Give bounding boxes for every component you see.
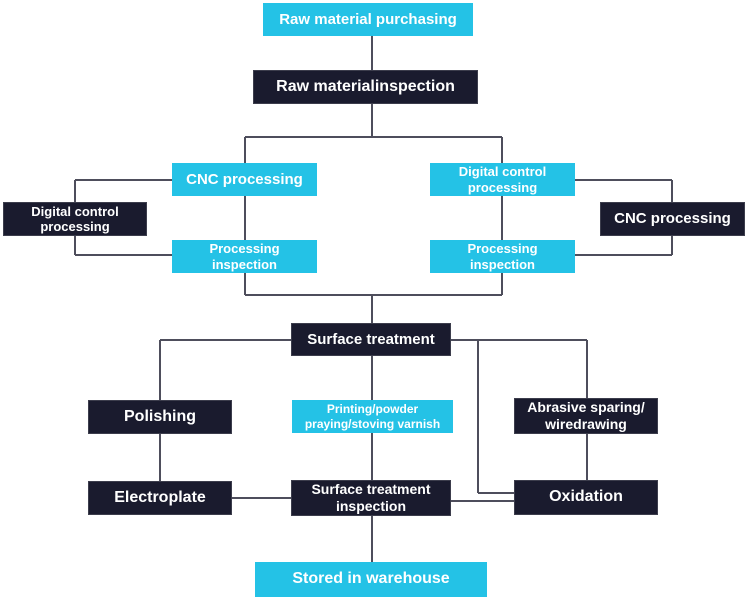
connector-line bbox=[245, 294, 502, 296]
connector-line bbox=[575, 254, 672, 256]
flow-node-label: Oxidation bbox=[549, 488, 623, 506]
flow-node-label: Surface treatment bbox=[311, 481, 431, 498]
flow-node-label: praying/stoving varnish bbox=[304, 416, 441, 431]
flow-node-label: inspection bbox=[469, 256, 535, 272]
connector-line bbox=[160, 339, 291, 341]
flow-node-label: processing bbox=[40, 219, 110, 234]
connector-line bbox=[159, 340, 161, 400]
flow-node-surface-treatment: Surface treatment bbox=[291, 323, 451, 356]
flow-node-label: CNC processing bbox=[614, 210, 731, 228]
connector-line bbox=[586, 434, 588, 480]
connector-line bbox=[501, 273, 503, 295]
connector-line bbox=[451, 500, 514, 502]
flow-node-label: processing bbox=[467, 179, 538, 195]
connector-line bbox=[245, 136, 502, 138]
flow-node-label: Printing/powder bbox=[326, 402, 419, 417]
flow-node-abrasive-sparing-wiredrawing: Abrasive sparing/wiredrawing bbox=[514, 398, 658, 434]
flow-node-label: Surface treatment bbox=[307, 330, 435, 348]
connector-line bbox=[75, 179, 172, 181]
connector-line bbox=[159, 434, 161, 481]
connector-line bbox=[586, 340, 588, 398]
connector-line bbox=[244, 196, 246, 240]
connector-line bbox=[501, 137, 503, 163]
connector-line bbox=[477, 340, 479, 493]
flow-node-label: inspection bbox=[211, 256, 277, 272]
flow-node-cnc-processing-right: CNC processing bbox=[600, 202, 745, 236]
flow-node-label: Electroplate bbox=[114, 488, 206, 506]
connector-line bbox=[451, 339, 587, 341]
connector-line bbox=[371, 35, 373, 70]
flow-node-label: Digital control bbox=[31, 203, 119, 219]
flow-node-label: inspection bbox=[335, 498, 406, 514]
connector-line bbox=[575, 179, 672, 181]
flow-node-raw-material-purchasing: Raw material purchasing bbox=[263, 3, 473, 36]
connector-line bbox=[371, 295, 373, 323]
connector-line bbox=[371, 356, 373, 400]
flow-node-label: Raw material purchasing bbox=[279, 10, 457, 28]
connector-line bbox=[244, 273, 246, 295]
flow-node-label: CNC processing bbox=[186, 170, 303, 188]
connector-line bbox=[371, 516, 373, 562]
flow-node-raw-material-inspection: Raw materialinspection bbox=[253, 70, 478, 104]
flow-node-label: Digital control bbox=[458, 164, 547, 180]
flow-node-label: Raw materialinspection bbox=[276, 77, 455, 95]
flow-node-cnc-processing-left: CNC processing bbox=[172, 163, 317, 196]
connector-line bbox=[232, 497, 291, 499]
flow-node-label: Processing bbox=[209, 241, 280, 257]
flow-node-electroplate: Electroplate bbox=[88, 481, 232, 515]
flow-node-label: Processing bbox=[467, 241, 538, 257]
connector-line bbox=[75, 254, 172, 256]
flow-node-label: wiredrawing bbox=[545, 416, 627, 432]
flow-node-stored-in-warehouse: Stored in warehouse bbox=[255, 562, 487, 597]
flow-node-label: Stored in warehouse bbox=[292, 570, 450, 588]
flow-node-label: Abrasive sparing/ bbox=[527, 399, 645, 416]
flow-node-polishing: Polishing bbox=[88, 400, 232, 434]
connector-line bbox=[478, 492, 514, 494]
flow-node-label: Polishing bbox=[124, 407, 196, 425]
connector-line bbox=[244, 137, 246, 163]
connector-line bbox=[371, 104, 373, 137]
connector-line bbox=[501, 196, 503, 240]
flow-node-oxidation: Oxidation bbox=[514, 480, 658, 515]
connector-line bbox=[371, 433, 373, 480]
